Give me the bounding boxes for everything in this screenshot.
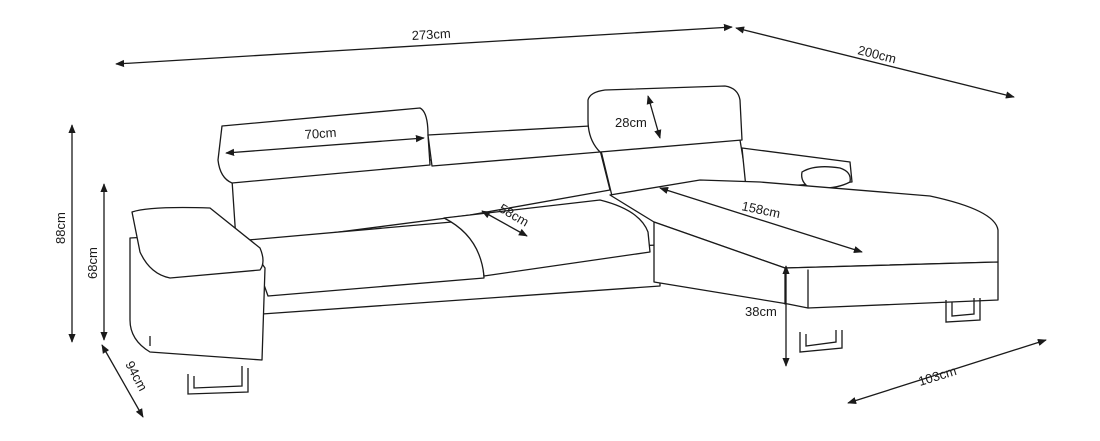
label-seat-height: 38cm — [745, 304, 777, 319]
dim-line-chaise-seat-length — [659, 187, 863, 253]
label-headrest-height: 28cm — [615, 115, 647, 130]
sofa-drawing — [129, 85, 999, 395]
label-chaise-width: 103cm — [916, 363, 958, 389]
label-total-height: 88cm — [53, 212, 68, 244]
label-total-width: 273cm — [411, 26, 451, 43]
dim-line-chaise-length — [735, 26, 1015, 99]
left-armrest-leg — [187, 366, 249, 395]
dim-line-headrest-height — [646, 95, 662, 139]
dim-line-cushion-depth — [481, 210, 528, 237]
chaise-headrest — [587, 85, 743, 153]
dim-line-total-width — [115, 23, 733, 68]
chaise-front-leg — [799, 330, 843, 353]
dim-line-chaise-width — [847, 339, 1047, 404]
chaise-base — [653, 221, 999, 309]
dim-line-headrest-width — [225, 135, 425, 156]
chaise-arm-pillow — [801, 166, 851, 190]
left-armrest-top — [131, 206, 264, 279]
dimension-lines — [68, 23, 1047, 418]
label-headrest-width: 70cm — [304, 125, 337, 142]
chaise-right-leg — [945, 298, 981, 323]
label-back-height: 68cm — [85, 247, 100, 279]
dim-line-seat-depth — [101, 344, 144, 418]
